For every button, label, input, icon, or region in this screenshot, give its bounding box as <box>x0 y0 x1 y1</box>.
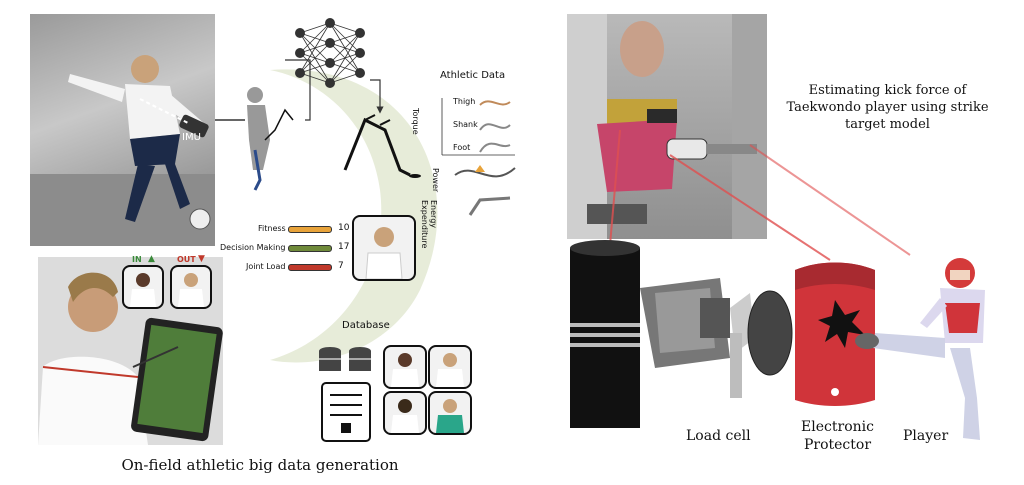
data-flow-arc <box>270 69 438 363</box>
database-player-card <box>428 345 472 389</box>
player-card-out <box>170 265 212 309</box>
athletic-curves <box>441 98 516 216</box>
athletic-data-title: Athletic Data <box>440 70 506 81</box>
database-player-card <box>383 391 427 435</box>
load-cell-model <box>570 240 793 428</box>
lab-photo <box>567 14 767 239</box>
neural-network-icon <box>295 18 365 88</box>
projection-beams <box>609 129 911 261</box>
out-arrow-icon: ▼ <box>198 254 205 264</box>
stat-row-joint-load: Joint Load 7 <box>228 260 353 279</box>
stat-bar <box>288 226 332 233</box>
strike-target-rig <box>567 14 767 239</box>
player-avatar <box>436 399 464 433</box>
electronic-protector-model <box>795 262 875 406</box>
stat-row-fitness: Fitness 10 <box>228 222 353 241</box>
protector-label: Electronic Protector <box>801 419 874 453</box>
player-card-in <box>122 265 164 309</box>
stat-value: 10 <box>338 223 350 233</box>
player-label: Player <box>903 428 949 444</box>
server-icon <box>319 347 371 442</box>
database-player-card <box>428 391 472 435</box>
player-avatar <box>365 227 403 279</box>
in-arrow-icon: ▲ <box>148 254 155 264</box>
player-avatar <box>130 273 156 307</box>
energy-axis-label: Energy Expenditure <box>420 200 438 249</box>
imu-label: IMU <box>182 132 201 143</box>
torque-axis-label: Torque <box>411 108 420 135</box>
player-profile-card <box>352 215 416 281</box>
athletic-data-panel: Athletic Data <box>440 70 520 81</box>
database-player-card <box>383 345 427 389</box>
stat-value: 17 <box>338 242 350 252</box>
left-caption: On-field athletic big data generation <box>121 456 399 474</box>
soccer-player-photo: IMU <box>30 14 215 246</box>
taekwondo-player-figure <box>855 258 985 440</box>
segment-foot: Foot <box>453 143 471 152</box>
player-avatar <box>436 353 464 387</box>
stat-label: Decision Making <box>220 243 286 252</box>
stat-value: 7 <box>338 261 344 271</box>
load-cell-label: Load cell <box>686 428 751 444</box>
player-avatar <box>391 353 419 387</box>
database-label: Database <box>342 320 390 331</box>
power-axis-label: Power <box>431 168 440 193</box>
stat-label: Joint Load <box>246 262 286 271</box>
stat-bar <box>288 245 332 252</box>
in-label: IN <box>132 255 142 264</box>
player-avatar <box>178 273 204 307</box>
segment-shank: Shank <box>453 120 478 129</box>
processing-flow <box>215 59 421 191</box>
stat-bar <box>288 264 332 271</box>
right-title: Estimating kick force of Taekwondo playe… <box>786 83 989 132</box>
out-label: OUT <box>177 255 196 264</box>
stats-panel: Fitness 10 Decision Making 17 Joint Load… <box>220 222 353 279</box>
segment-thigh: Thigh <box>453 97 476 106</box>
stat-row-decision: Decision Making 17 <box>220 241 353 260</box>
player-avatar <box>391 399 419 433</box>
stat-label: Fitness <box>258 224 286 233</box>
soccer-player-figure <box>30 55 215 246</box>
